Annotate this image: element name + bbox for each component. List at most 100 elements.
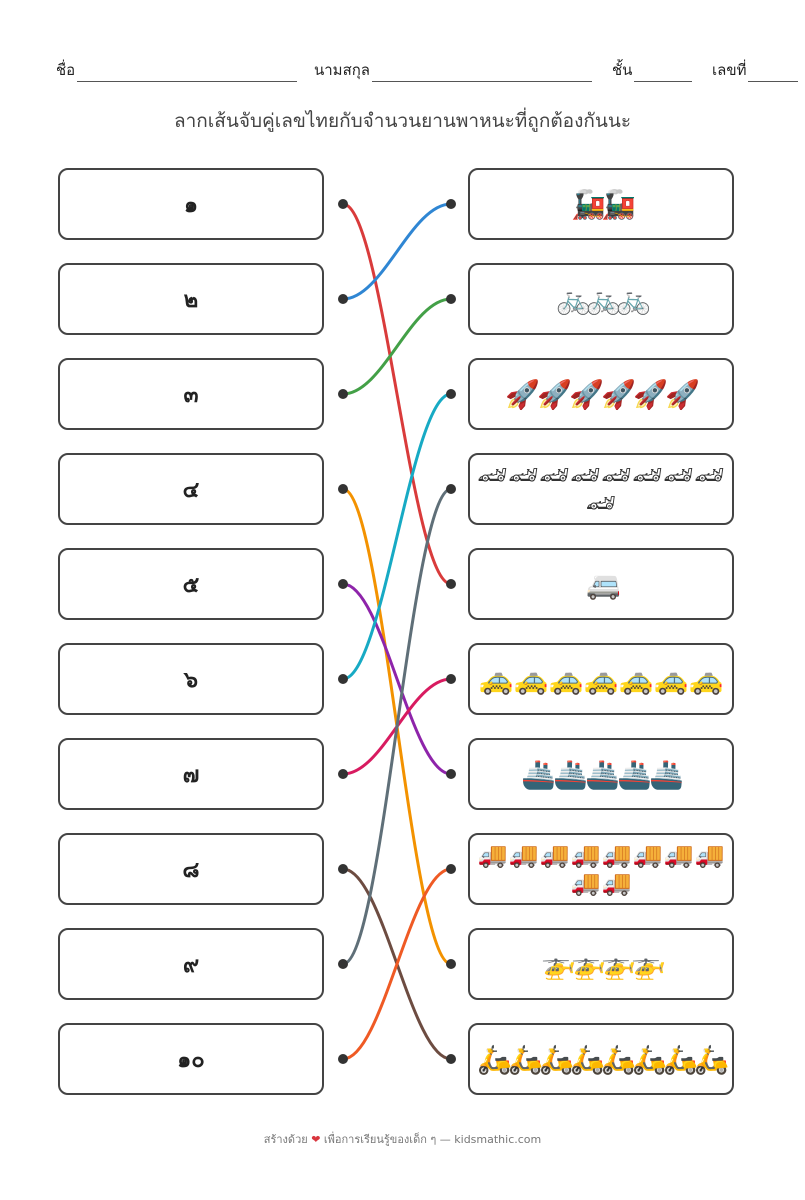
grade-line[interactable] (634, 65, 693, 82)
scooter-icon: 🛵 (601, 1042, 636, 1076)
race-car-icon: 🏎 (694, 461, 725, 489)
number-box-3[interactable]: ๓ (58, 358, 324, 430)
taxi-icon: 🚕 (618, 662, 654, 696)
number-box-6[interactable]: ๖ (58, 643, 324, 715)
picture-box-4[interactable]: 🏎🏎🏎🏎🏎🏎🏎🏎🏎 (468, 453, 734, 525)
left-connector-dot-5[interactable] (338, 579, 348, 589)
grade-field[interactable]: ชั้น (612, 58, 693, 82)
helicopter-icon: 🚁 (631, 947, 666, 981)
right-connector-dot-7[interactable] (446, 769, 456, 779)
left-connector-dot-3[interactable] (338, 389, 348, 399)
left-connector-dot-9[interactable] (338, 959, 348, 969)
name-field[interactable]: ชื่อ (56, 58, 298, 82)
thai-numeral: ๘ (182, 857, 200, 883)
rocket-icon: 🚀 (601, 377, 636, 411)
left-connector-dot-1[interactable] (338, 199, 348, 209)
delivery-truck-icon: 🚚 (477, 841, 508, 869)
right-connector-dot-4[interactable] (446, 484, 456, 494)
ship-icon: 🚢 (553, 757, 588, 791)
scooter-icon: 🛵 (632, 1042, 667, 1076)
right-connector-dot-9[interactable] (446, 959, 456, 969)
match-line-6[interactable] (341, 392, 453, 681)
scooter-icon: 🛵 (694, 1042, 729, 1076)
race-car-icon: 🏎 (477, 461, 508, 489)
right-connector-dot-1[interactable] (446, 199, 456, 209)
picture-box-6[interactable]: 🚕🚕🚕🚕🚕🚕🚕 (468, 643, 734, 715)
delivery-truck-icon: 🚚 (694, 841, 725, 869)
left-connector-dot-8[interactable] (338, 864, 348, 874)
thai-numeral: ๗ (182, 762, 200, 788)
scooter-icon: 🛵 (570, 1042, 605, 1076)
left-connector-dot-4[interactable] (338, 484, 348, 494)
picture-box-10[interactable]: 🛵🛵🛵🛵🛵🛵🛵🛵 (468, 1023, 734, 1095)
scooter-icon: 🛵 (508, 1042, 543, 1076)
thai-numeral: ๖ (184, 667, 198, 693)
race-car-icon: 🏎 (508, 461, 539, 489)
picture-box-5[interactable]: 🚐 (468, 548, 734, 620)
bicycle-icon: 🚲 (556, 282, 591, 316)
number-box-5[interactable]: ๕ (58, 548, 324, 620)
right-connector-dot-8[interactable] (446, 864, 456, 874)
footer-prefix: สร้างด้วย (263, 1133, 308, 1146)
picture-box-2[interactable]: 🚲🚲🚲 (468, 263, 734, 335)
race-car-icon: 🏎 (539, 461, 570, 489)
thai-numeral: ๑๐ (177, 1047, 205, 1073)
footer-suffix: เพื่อการเรียนรู้ของเด็ก ๆ — kidsmathic.c… (323, 1133, 542, 1146)
taxi-icon: 🚕 (583, 662, 619, 696)
number-box-8[interactable]: ๘ (58, 833, 324, 905)
rocket-icon: 🚀 (569, 377, 604, 411)
match-line-1[interactable] (341, 202, 453, 586)
ship-icon: 🚢 (521, 757, 556, 791)
match-line-2[interactable] (341, 202, 453, 301)
left-connector-dot-2[interactable] (338, 294, 348, 304)
student-number-line[interactable] (748, 65, 799, 82)
match-line-10[interactable] (341, 867, 453, 1061)
ship-icon: 🚢 (649, 757, 684, 791)
bicycle-icon: 🚲 (586, 282, 621, 316)
bicycle-icon: 🚲 (616, 282, 651, 316)
number-box-10[interactable]: ๑๐ (58, 1023, 324, 1095)
match-line-5[interactable] (341, 582, 453, 776)
thai-numeral: ๙ (182, 952, 200, 978)
picture-box-1[interactable]: 🚂🚂 (468, 168, 734, 240)
left-connector-dot-10[interactable] (338, 1054, 348, 1064)
thai-numeral: ๑ (184, 192, 198, 218)
number-box-9[interactable]: ๙ (58, 928, 324, 1000)
surname-line[interactable] (372, 65, 592, 82)
student-number-field[interactable]: เลขที่ (712, 58, 799, 82)
helicopter-icon: 🚁 (601, 947, 636, 981)
number-box-4[interactable]: ๔ (58, 453, 324, 525)
student-number-label: เลขที่ (712, 61, 747, 79)
surname-field[interactable]: นามสกุล (314, 58, 592, 82)
rocket-icon: 🚀 (505, 377, 540, 411)
worksheet-title: ลากเส้นจับคู่เลขไทยกับจำนวนยานพาหนะที่ถู… (173, 110, 632, 132)
number-box-1[interactable]: ๑ (58, 168, 324, 240)
taxi-icon: 🚕 (513, 662, 549, 696)
name-line[interactable] (77, 65, 298, 82)
match-line-4[interactable] (341, 487, 453, 966)
picture-box-9[interactable]: 🚁🚁🚁🚁 (468, 928, 734, 1000)
match-line-3[interactable] (341, 297, 453, 396)
picture-box-3[interactable]: 🚀🚀🚀🚀🚀🚀 (468, 358, 734, 430)
picture-box-8[interactable]: 🚚🚚🚚🚚🚚🚚🚚🚚🚚🚚 (468, 833, 734, 905)
ship-icon: 🚢 (617, 757, 652, 791)
left-connector-dot-6[interactable] (338, 674, 348, 684)
right-connector-dot-3[interactable] (446, 389, 456, 399)
taxi-icon: 🚕 (548, 662, 584, 696)
match-line-7[interactable] (341, 677, 453, 776)
right-connector-dot-2[interactable] (446, 294, 456, 304)
match-line-9[interactable] (341, 487, 453, 966)
picture-box-7[interactable]: 🚢🚢🚢🚢🚢 (468, 738, 734, 810)
number-box-7[interactable]: ๗ (58, 738, 324, 810)
left-connector-dot-7[interactable] (338, 769, 348, 779)
rocket-icon: 🚀 (665, 377, 700, 411)
number-box-2[interactable]: ๒ (58, 263, 324, 335)
match-line-8[interactable] (341, 867, 453, 1061)
right-connector-dot-6[interactable] (446, 674, 456, 684)
right-connector-dot-5[interactable] (446, 579, 456, 589)
race-car-icon: 🏎 (585, 489, 617, 517)
helicopter-icon: 🚁 (541, 947, 576, 981)
right-connector-dot-10[interactable] (446, 1054, 456, 1064)
delivery-truck-icon: 🚚 (570, 869, 601, 897)
scooter-icon: 🛵 (539, 1042, 574, 1076)
